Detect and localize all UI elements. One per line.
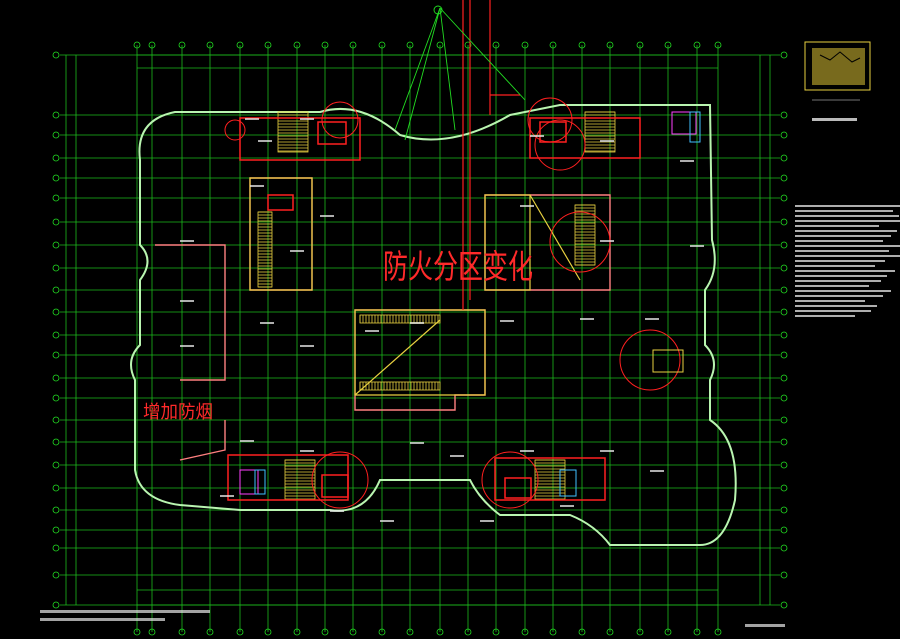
stair-hatch <box>257 111 616 501</box>
key-plan <box>804 41 871 101</box>
axis-grid <box>60 45 780 632</box>
red-leader-lines <box>462 0 520 310</box>
bottom-note <box>40 610 785 627</box>
fire-zone-change-label: 防火分区变化 <box>383 247 533 286</box>
notes-block <box>795 118 900 317</box>
add-smoke-prevention-label: 增加防烟 <box>143 402 213 423</box>
building-outline <box>130 104 737 546</box>
detail-marks <box>239 111 701 497</box>
axis-bubbles <box>52 41 788 636</box>
small-annotations <box>180 118 704 522</box>
green-leader-lines <box>394 5 526 141</box>
